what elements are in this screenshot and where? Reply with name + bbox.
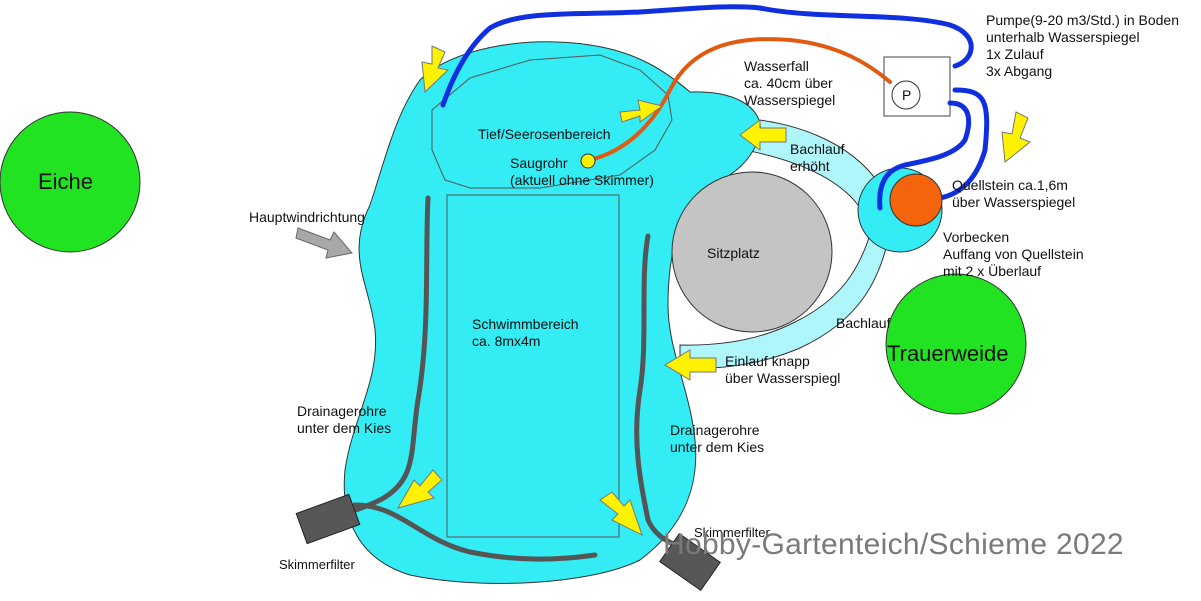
eiche-label: Eiche — [38, 169, 94, 194]
wind-arrow — [295, 227, 353, 259]
skimmer-filter-left — [295, 493, 361, 545]
drainage-left-line-2: unter dem Kies — [297, 420, 392, 436]
drainage-left-label: Drainagerohre unter dem Kies — [297, 403, 391, 437]
trauerweide-label: Trauerweide — [887, 341, 1009, 366]
flow-arrow-bachlauf — [739, 119, 787, 151]
pumpe-label: Pumpe(9-20 m3/Std.) in Boden unterhalb W… — [986, 12, 1179, 80]
flow-arrow-einlauf — [664, 349, 717, 381]
pumpe-line-1: Pumpe(9-20 m3/Std.) in Boden — [986, 12, 1179, 28]
skimmer-filter-right — [659, 533, 721, 591]
schwimmbereich-area — [446, 194, 620, 538]
einlauf-label: Einlauf knapp über Wasserspiegl — [725, 353, 840, 387]
sitzplatz-circle — [671, 171, 833, 333]
blue-pipe-intake — [440, 4, 974, 108]
vorbecken-label: Vorbecken Auffang von Quellstein mit 2 x… — [943, 229, 1084, 280]
quellstein-stone — [889, 173, 943, 227]
einlauf-line-2: über Wasserspiegl — [725, 370, 841, 386]
flow-arrow-skimmer-right — [599, 491, 643, 536]
drainage-right-label: Drainagerohre unter dem Kies — [670, 422, 764, 456]
saugrohr-line-2: (aktuell ohne Skimmer) — [510, 172, 654, 188]
bachlauf-label: Bachlauf — [836, 315, 891, 331]
quellstein-line-1: Quellstein ca.1,6m — [952, 177, 1068, 193]
vorbecken-line-1: Vorbecken — [943, 229, 1010, 245]
hauptwind-label: Hauptwindrichtung — [249, 209, 365, 225]
bachlauf-erhoeht-line-2: erhöht — [790, 158, 830, 174]
saugrohr-label: Saugrohr (aktuell ohne Skimmer) — [510, 155, 654, 189]
quellstein-line-2: über Wasserspiegel — [952, 194, 1076, 210]
trauerweide-tree — [885, 273, 1027, 415]
blue-pipe-vorbecken — [877, 100, 972, 211]
vorbecken-line-3: mit 2 x Überlauf — [943, 263, 1042, 279]
schwimmbereich-line-2: ca. 8mx4m — [472, 333, 541, 349]
bachlauf-erhoeht-line-1: Bachlauf — [790, 141, 845, 157]
schwimmbereich-label: Schwimmbereich ca. 8mx4m — [472, 316, 579, 350]
wasserfall-line-3: Wasserspiegel — [744, 92, 836, 108]
schwimmbereich-line-1: Schwimmbereich — [472, 316, 579, 332]
flow-arrow-pump — [1001, 111, 1031, 163]
vorbecken-line-2: Auffang von Quellstein — [943, 246, 1084, 262]
sitzplatz-label: Sitzplatz — [707, 245, 760, 261]
eiche-tree — [0, 111, 141, 253]
drainage-pipe-left — [347, 195, 431, 515]
pump-symbol-circle — [891, 80, 921, 110]
skimmer-right-label: Skimmerfilter — [694, 525, 770, 540]
saugrohr-point — [580, 153, 596, 169]
drainage-pipe-right — [634, 233, 678, 548]
flow-arrow-skimmer-left — [396, 469, 443, 509]
drainage-right-line-1: Drainagerohre — [670, 422, 760, 438]
pumpe-line-3: 1x Zulauf — [986, 46, 1044, 62]
drainage-left-line-1: Drainagerohre — [297, 403, 387, 419]
flow-arrow-intake — [421, 45, 450, 94]
bachlauf-erhoeht-label: Bachlauf erhöht — [790, 141, 844, 175]
wasserfall-line-2: ca. 40cm über — [744, 75, 833, 91]
pumpe-line-2: unterhalb Wasserspiegel — [986, 29, 1140, 45]
drainage-right-line-2: unter dem Kies — [670, 439, 765, 455]
tief-seerosenbereich-outline — [431, 54, 673, 189]
drainage-pipe-bottom — [352, 502, 598, 562]
orange-pipe-wasserfall — [588, 37, 892, 162]
saugrohr-line-1: Saugrohr — [510, 155, 568, 171]
quellstein-label: Quellstein ca.1,6m über Wasserspiegel — [952, 177, 1075, 211]
wasserfall-line-1: Wasserfall — [744, 58, 809, 74]
einlauf-line-1: Einlauf knapp — [725, 353, 810, 369]
pump-symbol-label: P — [902, 87, 912, 103]
watermark: Hobby-Gartenteich/Schieme 2022 — [663, 528, 1124, 561]
skimmer-left-label: Skimmerfilter — [279, 557, 355, 572]
wasserfall-label: Wasserfall ca. 40cm über Wasserspiegel — [744, 58, 835, 109]
flow-arrow-wasserfall — [619, 99, 664, 123]
blue-pipe-quellstein — [937, 87, 990, 201]
pumpe-line-4: 3x Abgang — [986, 63, 1053, 79]
tiefbereich-label: Tief/Seerosenbereich — [478, 126, 611, 142]
